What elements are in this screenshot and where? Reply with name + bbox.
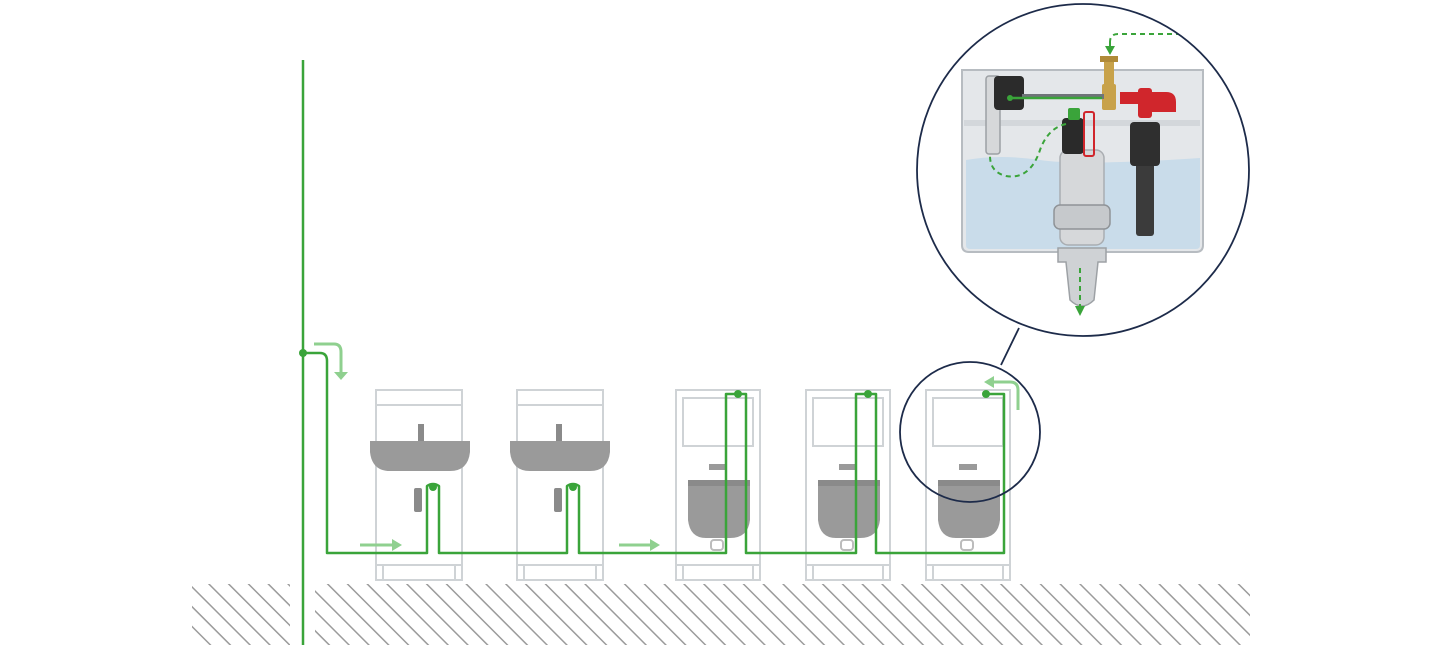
cistern-detail (916, 3, 1250, 337)
floor-slab-main (315, 584, 1250, 645)
callout-ring-large (916, 3, 1250, 337)
pipe-junctions (299, 349, 990, 491)
callout-ring-small (899, 361, 1041, 503)
supply-pipe (301, 351, 1006, 555)
flow-arrow-cistern (994, 380, 1020, 410)
toilet-2 (805, 389, 891, 581)
floor-slab-left (192, 584, 290, 645)
washbasin-2 (510, 389, 610, 581)
callout-connector (1000, 327, 1020, 366)
flow-arrow-down (314, 342, 343, 372)
toilet-3 (925, 389, 1011, 581)
toilet-1 (675, 389, 761, 581)
washbasin-1 (370, 389, 470, 581)
flow-arrows (314, 342, 1020, 551)
